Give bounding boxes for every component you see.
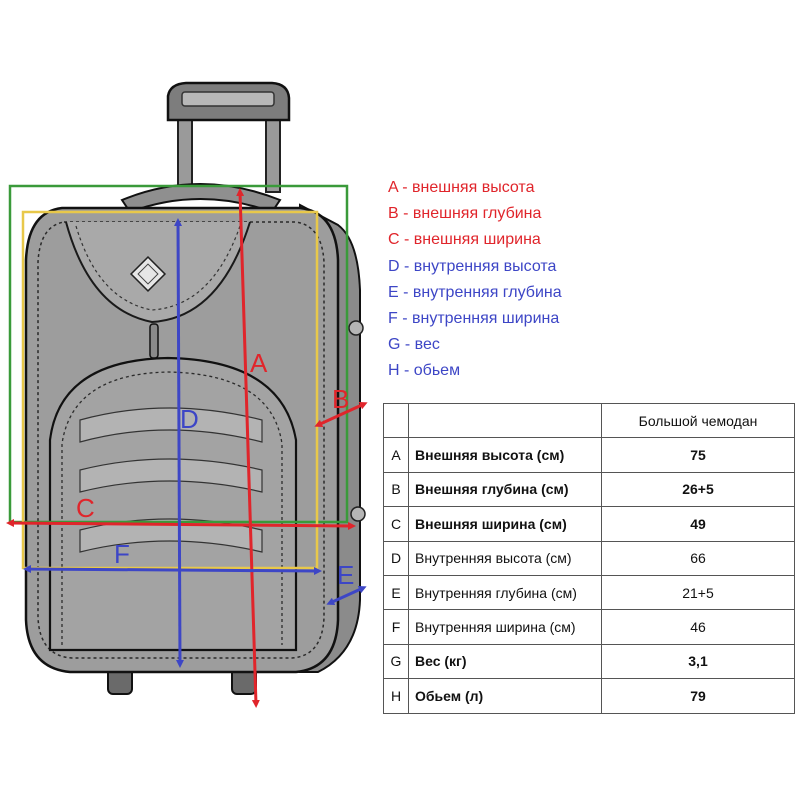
row-letter: F	[383, 609, 409, 645]
specs-table: Большой чемодан A Внешняя высота (см) 75…	[383, 402, 795, 714]
row-param: Внешняя высота (см)	[408, 437, 602, 473]
table-row: C Внешняя ширина (см) 49	[383, 506, 795, 542]
row-param: Внутренняя ширина (см)	[408, 609, 602, 645]
row-letter: A	[383, 437, 409, 473]
row-value: 66	[601, 540, 795, 576]
label-d: D	[180, 404, 199, 434]
dimension-arrow-b	[314, 402, 368, 427]
zipper-pull	[149, 323, 159, 359]
dimension-arrow-e	[326, 586, 367, 605]
brand-logo	[129, 255, 167, 293]
table-row: H Обьем (л) 79	[383, 678, 795, 714]
row-value: 46	[601, 609, 795, 645]
table-header-empty	[383, 402, 409, 439]
row-letter: B	[383, 471, 409, 508]
legend: A - внешняя высота B - внешняя глубина C…	[388, 175, 562, 385]
dimension-arrow-d	[174, 218, 184, 668]
legend-item-g: G - вес	[388, 336, 440, 354]
table-row: F Внутренняя ширина (см) 46	[383, 609, 795, 645]
legend-item-d: D - внутренняя высота	[388, 257, 557, 275]
label-e: E	[337, 560, 354, 590]
label-c: C	[76, 493, 95, 523]
legend-item-a: A - внешняя высота	[388, 179, 535, 196]
table-row: A Внешняя высота (см) 75	[383, 437, 795, 473]
row-value: 21+5	[601, 574, 795, 611]
table-row: D Внутренняя высота (см) 66	[383, 540, 795, 576]
row-letter: H	[383, 678, 409, 714]
row-letter: D	[383, 540, 409, 576]
suitcase-illustration	[24, 81, 366, 695]
dimension-arrow-a	[236, 188, 260, 708]
row-letter: E	[383, 574, 409, 611]
telescopic-handle	[166, 81, 291, 193]
legend-item-h: H - обьем	[388, 362, 461, 380]
table-row: E Внутренняя глубина (см) 21+5	[383, 574, 795, 611]
row-param: Обьем (л)	[408, 678, 602, 714]
table-header-row: Большой чемодан	[383, 402, 795, 439]
row-letter: C	[383, 506, 409, 542]
dimension-arrow-f	[23, 565, 322, 575]
row-value: 75	[601, 437, 795, 473]
row-param: Внутренняя глубина (см)	[408, 574, 602, 611]
row-param: Внешняя ширина (см)	[408, 506, 602, 542]
row-value: 49	[601, 506, 795, 542]
legend-item-e: E - внутренняя глубина	[388, 283, 562, 301]
row-value: 26+5	[601, 471, 795, 508]
row-param: Внутренняя высота (см)	[408, 540, 602, 576]
table-row: G Вес (кг) 3,1	[383, 643, 795, 680]
legend-item-b: B - внешняя глубина	[388, 205, 542, 223]
row-letter: G	[383, 643, 409, 680]
table-header-title: Большой чемодан	[601, 402, 795, 439]
row-param: Внешняя глубина (см)	[408, 471, 602, 508]
row-param: Вес (кг)	[408, 643, 602, 680]
legend-item-f: F - внутренняя ширина	[388, 310, 560, 328]
row-value: 3,1	[601, 643, 795, 680]
legend-item-c: C - внешняя ширина	[388, 231, 541, 249]
row-value: 79	[601, 678, 795, 714]
table-header-empty	[408, 402, 602, 439]
label-b: B	[332, 384, 349, 414]
table-row: B Внешняя глубина (см) 26+5	[383, 471, 795, 508]
label-f: F	[114, 539, 130, 569]
label-a: A	[250, 348, 268, 378]
